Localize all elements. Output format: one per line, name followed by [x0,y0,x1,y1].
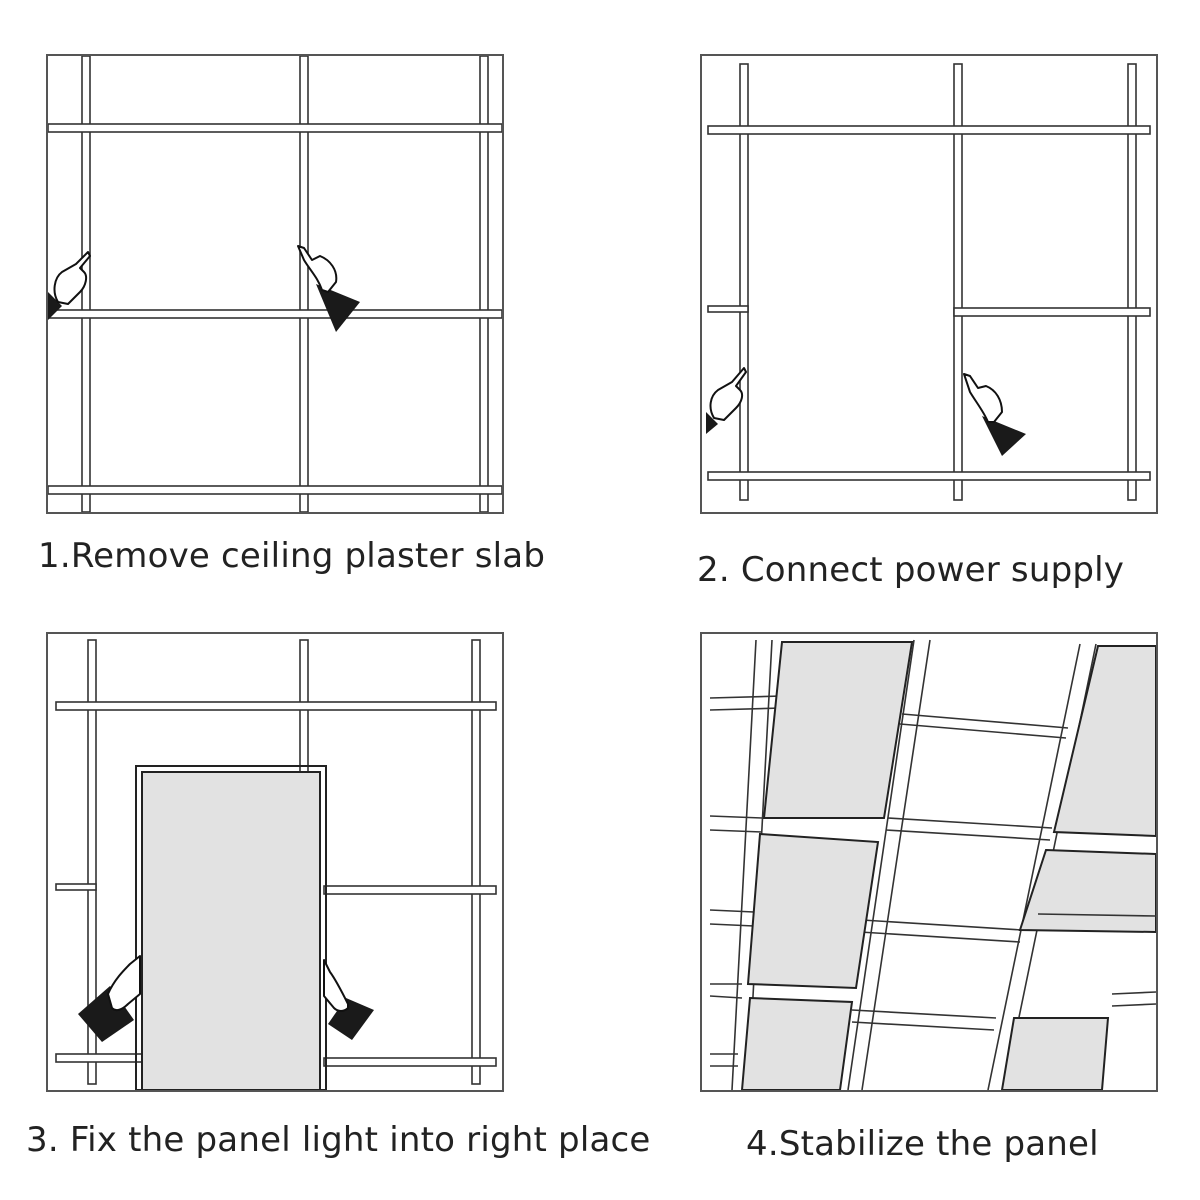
gripping-hand-icon [323,959,374,1040]
step-1-caption: 1.Remove ceiling plaster slab [38,536,546,576]
pointing-hand-icon [48,251,91,320]
gripping-hand-icon [78,955,141,1042]
step-2-caption: 2. Connect power supply [697,550,1125,590]
ceiling-grid-perspective [709,639,1156,1090]
panel-light [740,641,1156,1090]
step-3-illustration [46,632,504,1092]
ceiling-grid-diagram [48,56,502,512]
step-3-caption: 3. Fix the panel light into right place [26,1120,651,1160]
step-1-illustration [46,54,504,514]
step-4-caption: 4.Stabilize the panel [746,1124,1099,1164]
pointing-hand-icon [963,373,1026,456]
ceiling-grid-diagram [55,639,497,1090]
pointing-hand-icon [297,245,360,332]
step-2-illustration [700,54,1158,514]
step-4-illustration [700,632,1158,1092]
panel-light [135,765,327,1090]
pointing-hand-icon [706,367,747,434]
ceiling-grid-diagram [706,63,1151,501]
